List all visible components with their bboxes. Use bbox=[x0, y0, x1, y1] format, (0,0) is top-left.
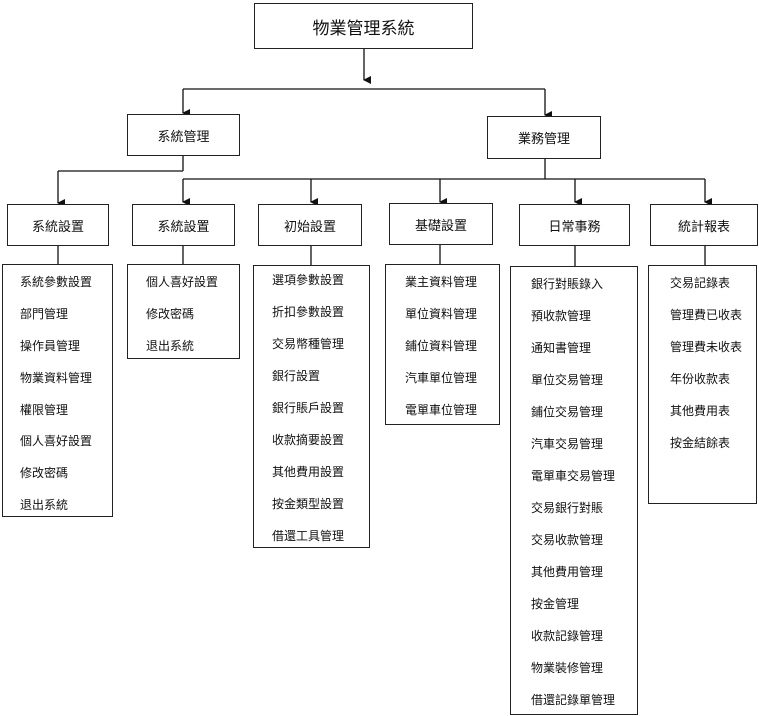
list-item: 汽車單位管理 bbox=[405, 371, 478, 385]
branch-label: 業務管理 bbox=[517, 132, 570, 147]
module-label: 系統設置 bbox=[31, 219, 84, 235]
module-label: 統計報表 bbox=[677, 219, 730, 235]
list-item: 借還記錄單管理 bbox=[531, 693, 616, 707]
list-item: 年份收款表 bbox=[670, 372, 731, 386]
list-item: 業主資料管理 bbox=[405, 275, 478, 289]
list-item: 系統參數設置 bbox=[20, 275, 93, 289]
list-item: 單位資料管理 bbox=[405, 307, 478, 321]
item-list-system-settings-2: 個人喜好設置 修改密碼 退出系統 bbox=[127, 264, 240, 359]
list-item: 退出系統 bbox=[146, 339, 195, 353]
list-item: 電單車位管理 bbox=[405, 403, 478, 417]
list-item: 權限管理 bbox=[20, 403, 69, 417]
list-item: 其他費用管理 bbox=[531, 565, 604, 579]
list-item: 銀行設置 bbox=[272, 369, 321, 383]
list-item: 交易收款管理 bbox=[531, 533, 604, 547]
list-item: 交易記錄表 bbox=[670, 276, 731, 290]
item-list-basic-settings: 業主資料管理 單位資料管理 鋪位資料管理 汽車單位管理 電單車位管理 bbox=[385, 264, 500, 425]
item-list-statistics-reports: 交易記錄表 管理費已收表 管理費未收表 年份收款表 其他費用表 按金結餘表 bbox=[648, 265, 757, 504]
list-item: 通知書管理 bbox=[531, 341, 592, 355]
module-system-settings-2: 系統設置 bbox=[132, 204, 235, 246]
list-item: 借還工具管理 bbox=[272, 529, 345, 543]
module-statistics-reports: 統計報表 bbox=[650, 204, 758, 246]
list-item: 預收款管理 bbox=[531, 309, 592, 323]
module-label: 基礎設置 bbox=[414, 218, 467, 234]
list-item: 按金管理 bbox=[531, 597, 580, 611]
branch-label: 系統管理 bbox=[157, 129, 210, 145]
list-item: 銀行對賬錄入 bbox=[531, 277, 604, 291]
root-node: 物業管理系統 bbox=[254, 3, 473, 49]
list-item: 交易銀行對賬 bbox=[531, 501, 604, 515]
list-item: 銀行賬戶設置 bbox=[272, 401, 345, 415]
list-item: 交易幣種管理 bbox=[272, 337, 345, 351]
list-item: 折扣參數設置 bbox=[272, 305, 345, 319]
list-item: 操作員管理 bbox=[20, 339, 81, 353]
list-item: 收款摘要設置 bbox=[272, 433, 345, 447]
module-system-settings-1: 系統設置 bbox=[7, 204, 109, 246]
module-initial-settings: 初始設置 bbox=[258, 204, 362, 246]
module-label: 日常事務 bbox=[548, 219, 601, 235]
branch-system-management: 系統管理 bbox=[127, 114, 240, 156]
list-item: 物業資料管理 bbox=[20, 371, 93, 385]
root-node-label: 物業管理系統 bbox=[312, 18, 415, 39]
list-item: 按金類型設置 bbox=[272, 497, 345, 511]
list-item: 汽車交易管理 bbox=[531, 437, 604, 451]
module-label: 系統設置 bbox=[157, 219, 210, 235]
list-item: 收款記錄管理 bbox=[531, 629, 604, 643]
list-item: 物業裝修管理 bbox=[531, 661, 604, 675]
list-item: 電單車交易管理 bbox=[531, 469, 616, 483]
list-item: 鋪位交易管理 bbox=[531, 405, 604, 419]
list-item: 鋪位資料管理 bbox=[405, 339, 478, 353]
list-item: 管理費已收表 bbox=[670, 308, 743, 322]
list-item: 修改密碼 bbox=[146, 307, 195, 321]
list-item: 其他費用表 bbox=[670, 404, 731, 418]
list-item: 個人喜好設置 bbox=[20, 434, 93, 448]
item-list-system-settings-1: 系統參數設置 部門管理 操作員管理 物業資料管理 權限管理 個人喜好設置 修改密… bbox=[2, 264, 113, 517]
list-item: 單位交易管理 bbox=[531, 373, 604, 387]
list-item: 退出系統 bbox=[20, 498, 69, 512]
list-item: 選項參數設置 bbox=[272, 273, 345, 287]
module-label: 初始設置 bbox=[283, 219, 336, 235]
list-item: 其他費用設置 bbox=[272, 465, 345, 479]
list-item: 修改密碼 bbox=[20, 466, 69, 480]
list-item: 個人喜好設置 bbox=[146, 275, 219, 289]
module-daily-affairs: 日常事務 bbox=[519, 204, 630, 246]
branch-business-management: 業務管理 bbox=[487, 116, 601, 159]
module-basic-settings: 基礎設置 bbox=[389, 203, 493, 245]
item-list-initial-settings: 選項參數設置 折扣參數設置 交易幣種管理 銀行設置 銀行賬戶設置 收款摘要設置 … bbox=[253, 265, 370, 548]
list-item: 按金結餘表 bbox=[670, 436, 731, 450]
item-list-daily-affairs: 銀行對賬錄入 預收款管理 通知書管理 單位交易管理 鋪位交易管理 汽車交易管理 … bbox=[510, 266, 638, 715]
list-item: 管理費未收表 bbox=[670, 340, 743, 354]
list-item: 部門管理 bbox=[20, 307, 69, 321]
